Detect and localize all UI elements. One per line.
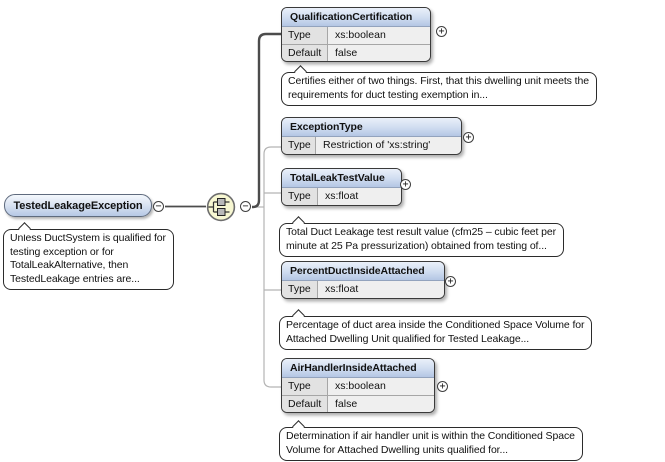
annotation-testedleakageexception: Unless DuctSystem is qualified for testi… [3,222,174,290]
row-label: Type [282,27,328,44]
element-name[interactable]: ExceptionType [282,118,461,137]
row-value: xs:boolean [328,378,434,395]
element-testedleakageexception[interactable]: TestedLeakageException [4,194,152,217]
element-totalleaktestvalue[interactable]: TotalLeakTestValue Type xs:float [281,168,402,206]
model-group-icon[interactable] [206,192,236,222]
row-label: Type [282,281,318,298]
expand-button-totalleaktestvalue[interactable]: + [400,179,411,190]
row-label: Default [282,396,328,412]
annotation-percentductinsideattached: Percentage of duct area inside the Condi… [279,309,593,350]
row-label: Default [282,45,328,61]
connector-trunk [263,146,281,388]
collapse-button-group[interactable]: − [240,201,251,212]
expand-button-percentductinsideattached[interactable]: + [445,276,456,287]
annotation-qualificationcertification: Certifies either of two things. First, t… [281,65,597,106]
row-label: Type [282,188,318,205]
element-name[interactable]: QualificationCertification [282,8,430,27]
collapse-button-root[interactable]: − [153,201,164,212]
expand-button-qualificationcertification[interactable]: + [436,26,447,37]
all-compositor-glyph [206,192,236,222]
element-name[interactable]: TotalLeakTestValue [282,169,401,188]
annotation-airhandlerinsideattached: Determination if air handler unit is wit… [279,420,583,461]
element-airhandlerinsideattached[interactable]: AirHandlerInsideAttached Type xs:boolean… [281,358,435,413]
element-exceptiontype[interactable]: ExceptionType Type Restriction of 'xs:st… [281,117,462,155]
row-value: false [328,396,434,412]
row-value: Restriction of 'xs:string' [316,137,461,154]
element-name[interactable]: AirHandlerInsideAttached [282,359,434,378]
element-qualificationcertification[interactable]: QualificationCertification Type xs:boole… [281,7,431,62]
row-label: Type [282,378,328,395]
row-value: false [328,45,430,61]
row-value: xs:boolean [328,27,430,44]
row-value: xs:float [318,281,444,298]
connector-branch-qualificationcertification [252,32,281,209]
element-percentductinsideattached[interactable]: PercentDuctInsideAttached Type xs:float [281,261,445,299]
expand-button-airhandlerinsideattached[interactable]: + [437,381,448,392]
row-value: xs:float [318,188,401,205]
element-name[interactable]: PercentDuctInsideAttached [282,262,444,281]
element-name: TestedLeakageException [13,199,143,212]
row-label: Type [282,137,316,154]
expand-button-exceptiontype[interactable]: + [463,132,474,143]
annotation-totalleaktestvalue: Total Duct Leakage test result value (cf… [279,216,565,257]
